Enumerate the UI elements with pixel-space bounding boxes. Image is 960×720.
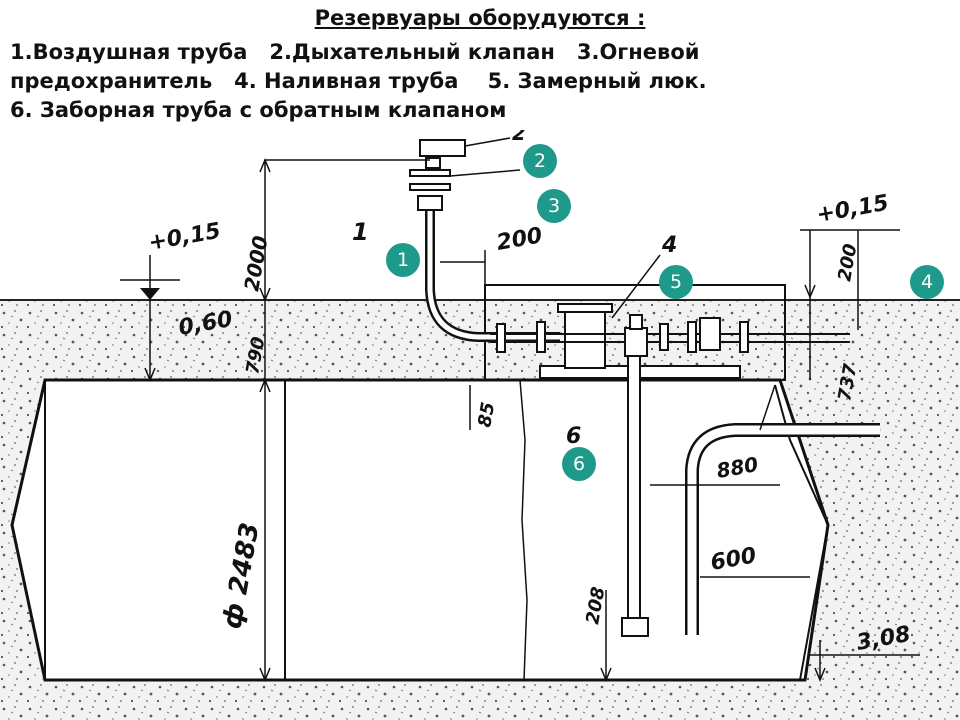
soil-right <box>780 380 960 720</box>
list-item-fire-arrester: 3.Огневой <box>576 40 700 64</box>
drawing-label-6: 6 <box>566 424 581 449</box>
list-item-gauge-hatch: 5. Замерный люк. <box>487 69 707 93</box>
tank-drawing: +0,15 2000 0,60 790 85 200 +0,15 200 737… <box>0 130 960 720</box>
dim-85: 85 <box>474 401 499 429</box>
equipment-list: 1.Воздушная труба 2.Дыхательный клапан 3… <box>10 38 950 125</box>
badge-2: 2 <box>523 144 557 178</box>
page-title: Резервуары оборудуются : <box>314 6 646 30</box>
list-item-air-pipe: 1.Воздушная труба <box>10 40 248 64</box>
dim-2000: 2000 <box>239 234 272 293</box>
drawing-label-2: 2 <box>512 130 526 145</box>
dim-015-right: +0,15 <box>815 191 891 228</box>
badge-3: 3 <box>537 189 571 223</box>
list-item-breathing-valve: 2.Дыхательный клапан <box>269 40 555 64</box>
badge-6: 6 <box>562 447 596 481</box>
dim-200-mid: 200 <box>495 223 545 256</box>
list-item-fill-pipe: 4. Наливная труба <box>234 69 459 93</box>
soil-left <box>0 380 45 690</box>
badge-1: 1 <box>386 243 420 277</box>
soil-bottom <box>0 680 960 720</box>
badge-5: 5 <box>659 265 693 299</box>
drawing-label-4: 4 <box>661 233 677 258</box>
badge-4: 4 <box>910 265 944 299</box>
list-item-fire-arrester-cont: предохранитель <box>10 69 213 93</box>
list-line-1: 1.Воздушная труба 2.Дыхательный клапан 3… <box>10 38 950 67</box>
list-line-3: 6. Заборная труба с обратным клапаном <box>10 98 507 122</box>
suction-pipe <box>627 355 641 619</box>
drawing-label-1: 1 <box>352 218 369 246</box>
tank-body <box>10 378 830 682</box>
list-line-2: предохранитель 4. Наливная труба 5. Заме… <box>10 67 950 96</box>
dim-015-left: +0,15 <box>147 219 223 256</box>
